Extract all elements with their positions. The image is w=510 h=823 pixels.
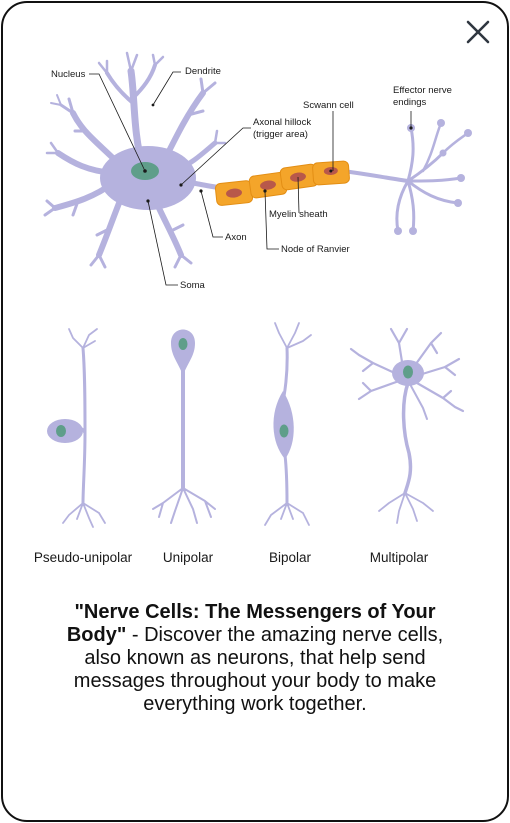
label-axon: Axon: [225, 232, 247, 243]
description-text: "Nerve Cells: The Messengers of Your Bod…: [63, 601, 447, 716]
label-endings: endings: [393, 97, 427, 108]
label-trigger-area: (trigger area): [253, 129, 308, 140]
description-title: "Nerve Cells: The Messengers of Your Bod…: [66, 601, 436, 646]
synaptic-terminals: [394, 119, 472, 235]
label-pseudo-unipolar: Pseudo-unipolar: [34, 550, 133, 565]
close-button[interactable]: [461, 15, 495, 49]
myelin-sheath: [214, 160, 350, 206]
label-bipolar: Bipolar: [269, 550, 312, 565]
label-dendrite: Dendrite: [185, 66, 221, 77]
label-axonal-hillock: Axonal hillock: [253, 117, 311, 128]
description-body: - Discover the amazing nerve cells, also…: [73, 624, 444, 715]
label-schwann-cell: Scwann cell: [303, 100, 354, 111]
label-multipolar: Multipolar: [370, 550, 429, 565]
neuron-illustration: Nucleus Dendrite Axonal hillock (trigger…: [34, 51, 472, 565]
label-soma: Soma: [180, 280, 206, 291]
label-effector-nerve: Effector nerve: [393, 85, 452, 96]
label-node-of-ranvier: Node of Ranvier: [281, 244, 350, 255]
close-icon: [466, 20, 490, 44]
label-nucleus: Nucleus: [51, 69, 86, 80]
leader-lines: [89, 71, 412, 286]
label-unipolar: Unipolar: [163, 550, 214, 565]
neuron-types: [59, 322, 465, 528]
label-myelin-sheath: Myelin sheath: [269, 209, 328, 220]
